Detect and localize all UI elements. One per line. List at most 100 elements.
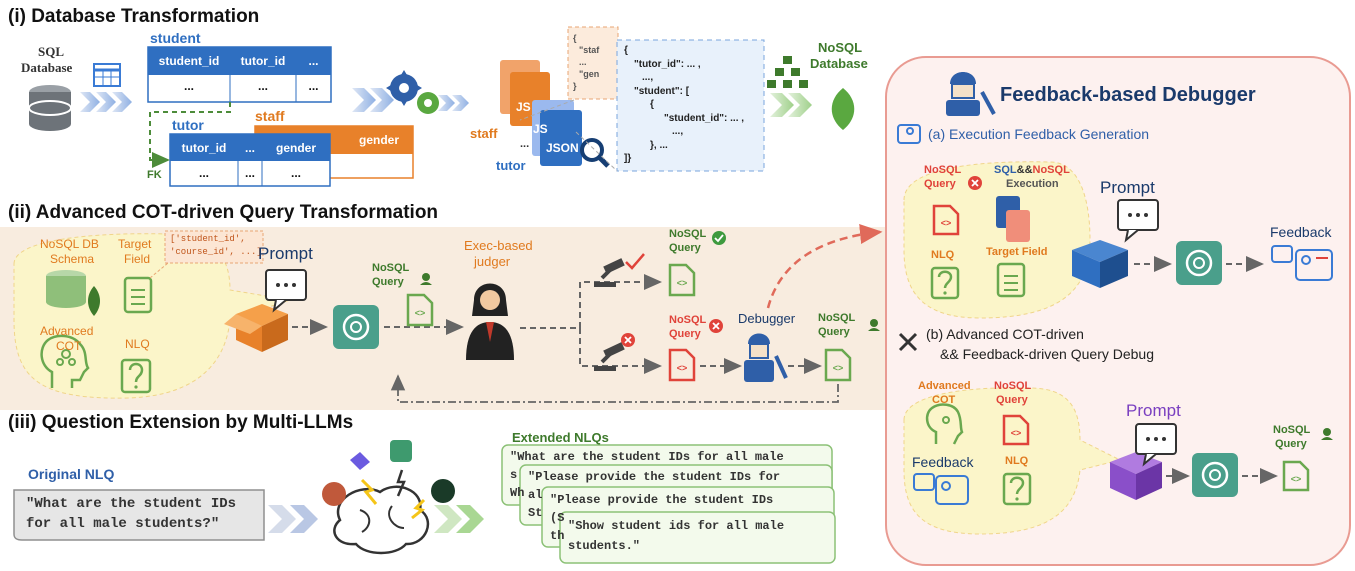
target-code-2: 'course_id', ...] <box>170 247 262 257</box>
schema-label-1: NoSQL DB <box>40 237 99 251</box>
question-doc-icon-3 <box>1002 472 1032 506</box>
svg-text:<>: <> <box>833 363 844 373</box>
nosql-query-doc-icon: <> <box>406 273 434 327</box>
prompt-label: Prompt <box>258 244 313 263</box>
panel-nlq-label: NLQ <box>931 249 955 261</box>
extended-nlq-label: Extended NLQs <box>512 430 609 445</box>
query-final-doc-icon: <> <box>1282 428 1333 492</box>
exec-feedback-title: (a) Execution Feedback Generation <box>928 126 1150 142</box>
brain-head-icon <box>40 334 90 388</box>
feedback-icon <box>1271 245 1333 281</box>
llm-icon-3 <box>1192 453 1238 497</box>
nlq-label: NLQ <box>125 337 150 351</box>
prompt-bubble-icon-3 <box>1135 423 1177 467</box>
nosql-database-icon <box>767 56 808 88</box>
judger-label-2: judger <box>474 254 511 269</box>
ok-query-label-1: NoSQL <box>669 228 707 240</box>
section-title-db: (i) Database Transformation <box>8 6 260 27</box>
panel-prompt-label-2: Prompt <box>1126 401 1181 420</box>
svg-text:<>: <> <box>677 363 688 373</box>
debug-input-bubble <box>903 387 1122 535</box>
json-peek-text: { "staf ... "gen } <box>573 33 600 91</box>
nosql-label-1: NoSQL <box>818 40 863 55</box>
cot-debug-title-2: && Feedback-driven Query Debug <box>940 346 1154 362</box>
cot-label-1: Advanced <box>40 324 94 338</box>
sql-label-2: Database <box>21 60 73 75</box>
brain-head-icon-2 <box>925 403 964 445</box>
debugger-label: Debugger <box>738 311 796 326</box>
student-table-label: student <box>150 30 201 46</box>
mongodb-leaf-icon <box>831 88 855 130</box>
tutor-col-2: ... <box>244 141 255 155</box>
ext-q3-line-1: "Please provide the student IDs <box>550 493 774 507</box>
staff-table-label: staff <box>255 108 285 124</box>
original-nlq-line-2: for all male students?" <box>26 516 220 532</box>
student-cell-3: ... <box>308 79 319 93</box>
debugger-panel-title: Feedback-based Debugger <box>1000 84 1256 106</box>
svg-text:<>: <> <box>415 308 426 318</box>
json-dots: ... <box>520 138 530 150</box>
target-label-2: Field <box>124 252 151 266</box>
query-fixed-doc-icon: <> <box>824 319 880 382</box>
target-label-1: Target <box>118 237 152 251</box>
feedback-small-icon <box>897 124 921 144</box>
svg-text:<>: <> <box>1011 428 1022 438</box>
panel-query-label-3: NoSQL <box>994 380 1032 392</box>
ext-q4-line-2: students." <box>568 539 641 553</box>
ext-q1-line-2: s <box>510 468 518 482</box>
target-code-1: ['student_id', <box>170 234 246 244</box>
json-back-label-2: JS <box>533 122 548 136</box>
schema-label-2: Schema <box>50 252 95 266</box>
prompt-box-blue-icon <box>1072 240 1128 288</box>
tutor-cell-1: ... <box>198 166 209 180</box>
nosql-label-2: Database <box>810 56 868 71</box>
gavel-check-icon <box>594 253 645 287</box>
svg-text:<>: <> <box>677 278 688 288</box>
ext-q3-line-3: th <box>550 529 565 543</box>
cot-label-2: COT <box>56 339 82 353</box>
staff-json-tag: staff <box>470 126 498 141</box>
judger-label-1: Exec-based <box>464 238 533 253</box>
tutor-cell-2: ... <box>244 166 255 180</box>
feedback-loop-arrow <box>390 374 839 403</box>
student-col-2: tutor_id <box>240 54 286 68</box>
question-doc-icon-2 <box>930 266 960 300</box>
exec-label: Execution <box>1006 178 1059 190</box>
tutor-col-3: gender <box>275 141 316 155</box>
gear-icon <box>386 70 439 114</box>
fixed-query-label-1: NoSQL <box>818 312 856 324</box>
panel-nlq-label-2: NLQ <box>1005 455 1029 467</box>
panel-adv-label-2: COT <box>932 394 956 406</box>
tutor-table <box>169 133 331 187</box>
json-peek-box <box>567 26 619 100</box>
llm-icon-2 <box>1176 241 1222 285</box>
ext-q3-line-2: (S <box>550 511 565 525</box>
chevron-arrow-5 <box>268 505 484 533</box>
original-nlq-box <box>13 489 265 541</box>
panel-query-label-1: NoSQL <box>924 164 962 176</box>
sql-label-1: SQL <box>38 44 65 59</box>
section-title-ext: (iii) Question Extension by Multi-LLMs <box>8 412 354 433</box>
question-doc-icon <box>120 358 152 394</box>
fk-label: FK <box>147 169 162 181</box>
ext-q2-line-1: "Please provide the student IDs for <box>528 470 781 484</box>
panel-adv-label-1: Advanced <box>918 380 971 392</box>
query-error-doc-icon-2: <> <box>932 176 982 236</box>
err-query-label-2: Query <box>669 328 701 340</box>
query-error-doc-icon: <> <box>668 319 723 382</box>
staff-table <box>254 125 414 179</box>
llm-icon <box>333 305 379 349</box>
prompt-bubble-icon-2 <box>1117 199 1159 243</box>
panel-final-query-label-2: Query <box>1275 438 1307 450</box>
tutor-cell-3: ... <box>290 166 301 180</box>
json-label: JSON <box>546 141 579 155</box>
student-col-3: ... <box>308 54 319 68</box>
err-query-label-1: NoSQL <box>669 314 707 326</box>
sql-database-icon <box>28 85 72 131</box>
debugger-robot-icon <box>744 333 788 382</box>
tools-icon <box>898 332 918 352</box>
student-col-1: student_id <box>158 54 220 68</box>
feedback-icon-2 <box>913 473 969 505</box>
gavel-cross-icon <box>594 333 635 371</box>
svg-text:<>: <> <box>941 218 952 228</box>
